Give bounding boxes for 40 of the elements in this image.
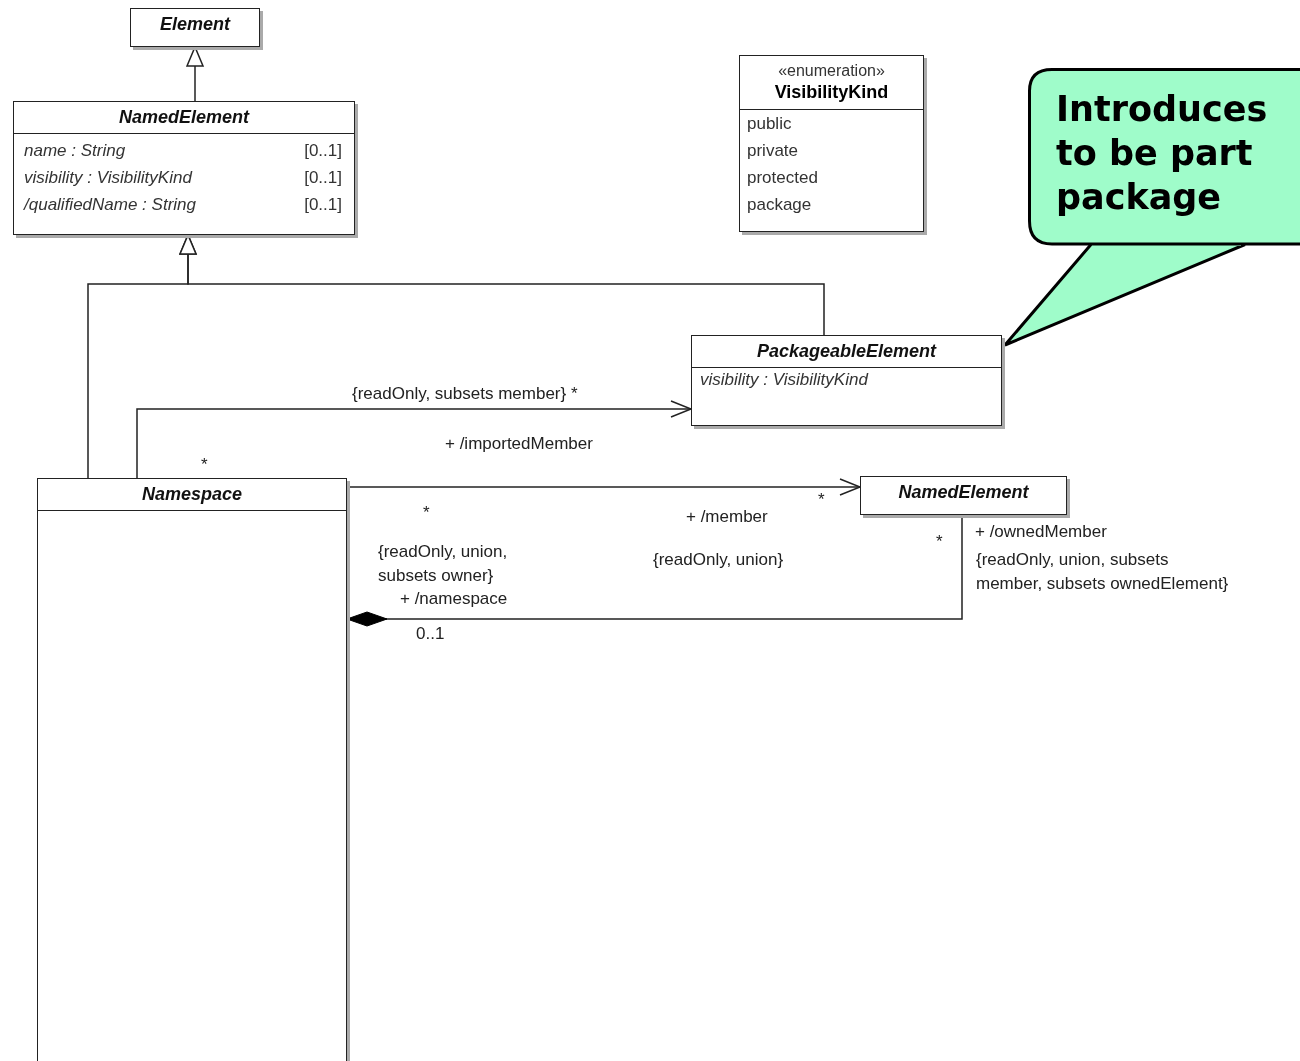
class-box — [860, 476, 1067, 515]
enumeration-literal: package — [746, 194, 813, 216]
association-label: {readOnly, union, subsets owner} — [378, 541, 509, 587]
association-label: + /namespace — [400, 588, 508, 610]
enumeration-name: VisibilityKind — [774, 82, 889, 103]
enumeration-literal: protected — [746, 167, 819, 189]
association-label: + /importedMember — [445, 433, 593, 455]
association-arrow — [136, 400, 692, 479]
multiplicity-label: * — [936, 531, 943, 553]
class-name: Element — [159, 13, 232, 36]
multiplicity-label: * — [423, 502, 430, 524]
association-label: + /member — [686, 506, 768, 528]
association-label: {readOnly, union} — [653, 549, 784, 571]
attribute-text: visibility : VisibilityKind — [700, 370, 868, 389]
multiplicity-text: [0..1] — [304, 194, 342, 216]
enumeration-literal: public — [746, 113, 793, 135]
attribute-text: /qualifiedName : String — [24, 194, 196, 216]
multiplicity-text: [0..1] — [304, 140, 342, 162]
multiplicity-label: * — [818, 489, 825, 511]
class-name: NamedElement — [117, 106, 251, 129]
class-name: NamedElement — [897, 481, 1030, 504]
multiplicity-label: 0..1 — [416, 623, 445, 645]
speech-bubble — [1028, 68, 1300, 246]
enumeration-box — [739, 55, 924, 232]
attribute-text: name : String — [24, 140, 126, 162]
stereotype-text: «enumeration» — [778, 62, 885, 80]
association-label: {readOnly, subsets member} * — [352, 383, 578, 405]
multiplicity-label: * — [201, 454, 208, 476]
attribute-text: visibility : VisibilityKind — [24, 167, 192, 189]
association-label: + /ownedMember — [975, 521, 1107, 543]
class-box — [37, 478, 347, 1061]
class-name: PackageableElement — [755, 340, 938, 363]
enumeration-literal: private — [746, 140, 800, 162]
class-box — [13, 101, 355, 235]
callout-text: Introduces to be part package — [1056, 88, 1269, 219]
class-name: Namespace — [140, 483, 244, 506]
class-box — [691, 335, 1002, 426]
association-label: {readOnly, union, subsets member, subsets ownedElement} — [976, 549, 1230, 595]
class-box — [130, 8, 260, 47]
multiplicity-text: [0..1] — [304, 167, 342, 189]
